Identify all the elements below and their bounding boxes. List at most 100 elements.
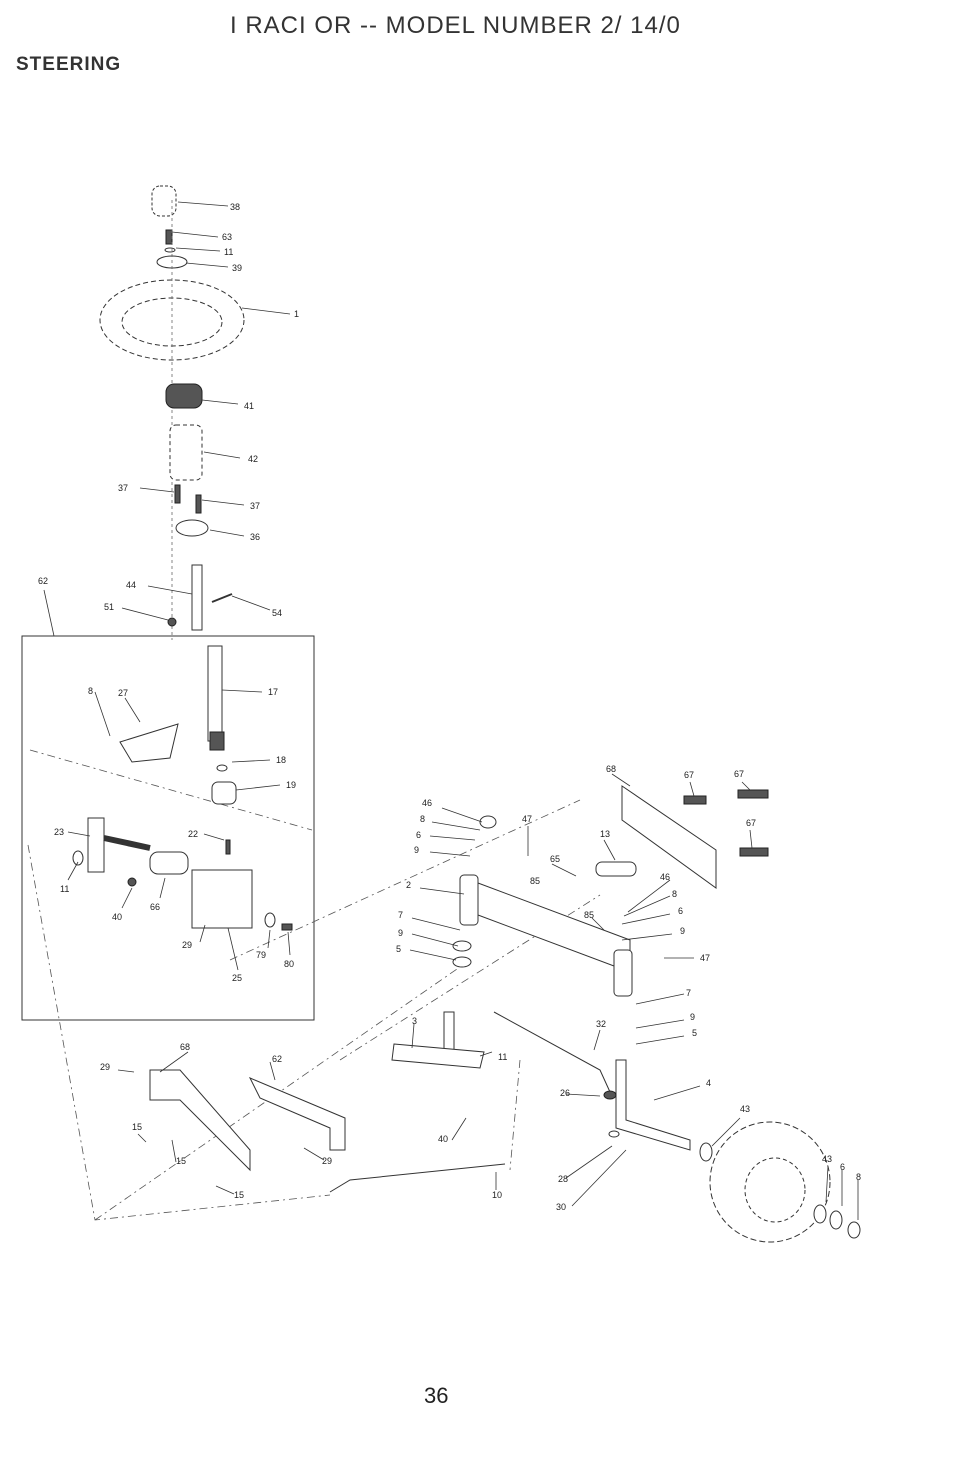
washer-43-right (813, 1204, 827, 1224)
spindle-4 (615, 1059, 691, 1151)
callout-6-right: 6 (678, 906, 683, 916)
washer-28 (608, 1130, 620, 1138)
callout-15-a: 15 (132, 1122, 142, 1132)
washer-18 (216, 764, 228, 772)
callout-79: 79 (256, 950, 266, 960)
callout-67-b: 67 (734, 769, 744, 779)
callout-8-wheel: 8 (856, 1172, 861, 1182)
bracket-36 (175, 519, 209, 537)
callout-41: 41 (244, 401, 254, 411)
callout-6-left: 6 (416, 830, 421, 840)
callout-22: 22 (188, 829, 198, 839)
callout-18: 18 (276, 755, 286, 765)
callout-9-left: 9 (398, 928, 403, 938)
section-title: STEERING (16, 54, 122, 75)
callout-46-right: 46 (660, 872, 670, 882)
hub-41 (165, 383, 203, 409)
washer-26 (603, 1090, 617, 1100)
washer-79 (264, 912, 276, 928)
callout-13: 13 (600, 829, 610, 839)
bolt-67a (683, 795, 707, 805)
callout-46-left: 46 (422, 798, 432, 808)
callout-2: 2 (406, 880, 411, 890)
callout-11: 11 (224, 247, 233, 257)
pin-54 (211, 593, 233, 603)
callout-80: 80 (284, 959, 294, 969)
callout-29-lower: 29 (100, 1062, 110, 1072)
callout-67-c: 67 (746, 818, 756, 828)
callout-37-left: 37 (118, 483, 128, 493)
callout-8-inset: 8 (88, 686, 93, 696)
bolt-67b (737, 789, 769, 799)
page-number: 36 (424, 1383, 449, 1408)
callout-11-inset: 11 (60, 884, 69, 894)
callout-4: 4 (706, 1078, 711, 1088)
callout-3: 3 (412, 1016, 417, 1026)
callout-85-lower: 85 (584, 910, 594, 920)
callout-43-upper: 43 (740, 1104, 750, 1114)
drag-link-32 (493, 1011, 611, 1093)
callout-11-lower: 11 (498, 1052, 507, 1062)
bolt-67c (739, 847, 769, 857)
washer-11 (164, 247, 176, 253)
bolt-80 (281, 923, 293, 931)
tie-rod-10 (329, 1163, 506, 1193)
callout-27: 27 (118, 688, 128, 698)
callout-40-lower: 40 (438, 1134, 448, 1144)
callout-32: 32 (596, 1019, 606, 1029)
bushing-42 (169, 424, 203, 481)
callout-44: 44 (126, 580, 136, 590)
clip-11 (72, 850, 84, 866)
callout-63: 63 (222, 232, 232, 242)
lower-bracket-68 (149, 1069, 251, 1172)
callout-15-b: 15 (176, 1156, 186, 1166)
shaft-17 (207, 645, 223, 742)
callout-5-right: 5 (692, 1028, 697, 1038)
callout-9-upper: 9 (414, 845, 419, 855)
steering-arm (391, 1043, 485, 1069)
callout-19: 19 (286, 780, 296, 790)
callout-8-right: 8 (672, 889, 677, 899)
callout-62-lower: 62 (272, 1054, 282, 1064)
callout-42: 42 (248, 454, 258, 464)
spring-22 (225, 839, 231, 855)
washer-6 (829, 1210, 843, 1230)
callout-30: 30 (556, 1202, 566, 1212)
callout-65: 65 (550, 854, 560, 864)
assembly-line (27, 749, 601, 1221)
washer-5-left (452, 956, 472, 968)
callout-47-left: 47 (522, 814, 532, 824)
page-title: I RACI OR -- MODEL NUMBER 2/ 14/0 (230, 12, 681, 39)
callout-9-lower: 9 (690, 1012, 695, 1022)
callout-68-lower: 68 (180, 1042, 190, 1052)
callout-8-left: 8 (420, 814, 425, 824)
callout-7-right: 7 (686, 988, 691, 998)
callout-28: 28 (558, 1174, 568, 1184)
pivot-bracket-23 (87, 817, 105, 873)
plate-25 (191, 869, 253, 929)
callout-29-inset: 29 (182, 940, 192, 950)
bushing-66 (149, 851, 189, 875)
axle-bracket-68 (621, 785, 717, 889)
block-19 (211, 781, 237, 805)
callout-62: 62 (38, 576, 48, 586)
pivot-shaft (103, 835, 151, 851)
pivot-tube-13 (595, 861, 637, 877)
inset-frame (21, 635, 315, 1021)
callout-10: 10 (492, 1190, 502, 1200)
nut-51 (167, 617, 177, 627)
washer-9-left (452, 940, 472, 952)
sector-gear-27 (119, 723, 179, 763)
spindle-left (459, 874, 479, 926)
callout-17: 17 (268, 687, 278, 697)
callout-7-left: 7 (398, 910, 403, 920)
knob-cap (151, 185, 177, 217)
shaft-44 (191, 564, 203, 631)
callout-36: 36 (250, 532, 260, 542)
callout-9-right: 9 (680, 926, 685, 936)
callout-67-a: 67 (684, 770, 694, 780)
callout-25: 25 (232, 973, 242, 983)
callout-85-upper: 85 (530, 876, 540, 886)
gear-17 (209, 731, 225, 751)
spindle-right (613, 949, 633, 997)
